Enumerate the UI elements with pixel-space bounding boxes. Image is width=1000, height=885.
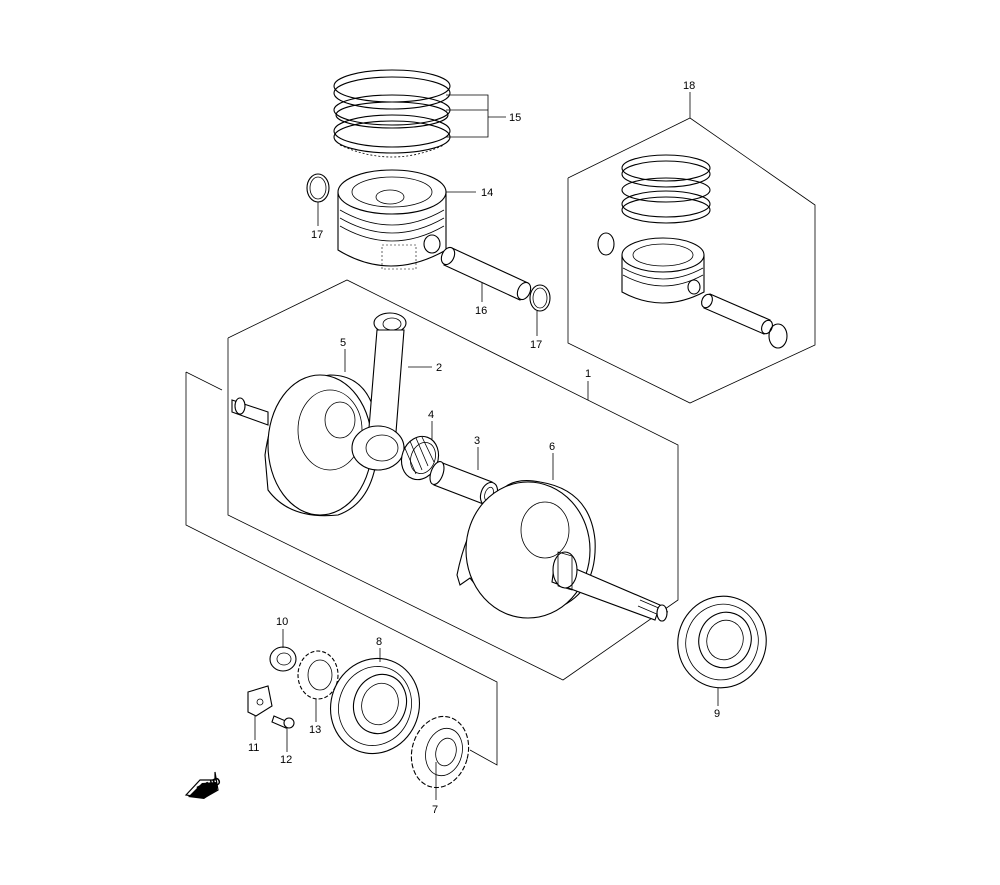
callout-14: 14 — [481, 187, 493, 199]
callout-5: 5 — [340, 337, 346, 349]
leader-lines — [254, 92, 719, 800]
circlip-left — [306, 173, 330, 203]
callout-16: 16 — [475, 305, 487, 317]
main-bearing-right — [677, 595, 767, 689]
callout-3: 3 — [474, 435, 480, 447]
callout-18: 18 — [683, 80, 695, 92]
callout-7: 7 — [432, 804, 438, 816]
callout-4: 4 — [428, 409, 434, 421]
callout-2: 2 — [436, 362, 442, 374]
primary-gear — [410, 715, 470, 789]
callout-11: 11 — [248, 742, 259, 754]
callout-12: 12 — [280, 754, 292, 766]
piston-rings — [333, 69, 451, 158]
callout-9: 9 — [714, 708, 720, 720]
oil-seal — [269, 646, 297, 672]
callout-8: 8 — [376, 636, 382, 648]
callout-17-left: 17 — [311, 229, 323, 241]
timing-gear — [297, 650, 339, 700]
callout-6: 6 — [549, 441, 555, 453]
connecting-rod — [351, 312, 407, 471]
callout-15: 15 — [509, 112, 521, 124]
callout-17-right: 17 — [530, 339, 542, 351]
fwd-arrow-icon: FWD — [184, 771, 223, 799]
screw — [271, 715, 295, 729]
piston-pin — [440, 246, 532, 301]
callout-13: 13 — [309, 724, 321, 736]
callout-1: 1 — [585, 368, 591, 380]
bracket — [247, 685, 273, 717]
piston-kit-contents — [597, 154, 788, 349]
crank-web-left — [231, 374, 379, 517]
crankshaft-assembly-outline — [185, 279, 679, 766]
main-bearing-left — [329, 657, 421, 755]
circlip-right — [529, 284, 551, 312]
callout-10: 10 — [276, 616, 288, 628]
callout-labels: 1 2 3 4 5 6 7 8 9 10 11 12 13 14 15 16 1… — [248, 80, 720, 816]
crank-web-right — [456, 479, 669, 622]
piston — [337, 169, 447, 270]
